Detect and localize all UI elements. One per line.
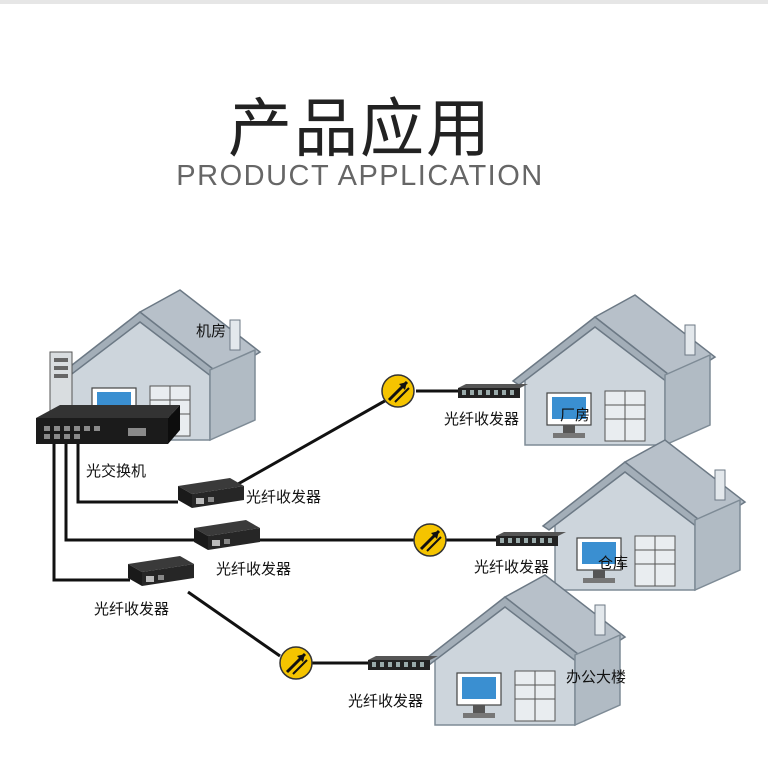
transceiver-2-icon: [194, 520, 260, 550]
server-tower-icon: [49, 351, 73, 415]
transceiver-3-icon: [128, 556, 194, 586]
label-transceiver: 光纤收发器: [246, 488, 322, 506]
page-title: 产品应用: [228, 93, 492, 167]
coupler-icon: [380, 373, 416, 409]
factory-hub-icon: [458, 384, 528, 398]
label-transceiver: 光纤收发器: [444, 410, 520, 428]
page-subtitle: PRODUCT APPLICATION: [176, 160, 544, 192]
office-hub-icon: [368, 656, 438, 670]
label-transceiver: 光纤收发器: [94, 600, 170, 618]
label-office: 办公大楼: [566, 668, 627, 686]
top-divider: [0, 0, 768, 4]
transceiver-1-icon: [178, 478, 244, 508]
office-house: [422, 574, 626, 726]
label-switch: 光交换机: [86, 462, 147, 480]
coupler-icon: [278, 645, 314, 681]
label-transceiver: 光纤收发器: [474, 558, 550, 576]
network-diagram: [36, 289, 746, 726]
label-warehouse: 仓库: [598, 554, 629, 572]
label-transceiver: 光纤收发器: [348, 692, 424, 710]
optical-switch-icon: [36, 405, 180, 444]
fiber-lines: [52, 389, 496, 665]
label-factory: 厂房: [560, 406, 591, 424]
warehouse-hub-icon: [496, 532, 566, 546]
factory-house: [512, 294, 716, 446]
coupler-icon: [412, 522, 448, 558]
warehouse-house: [542, 439, 746, 591]
label-transceiver: 光纤收发器: [216, 560, 292, 578]
label-server-room: 机房: [196, 322, 227, 340]
